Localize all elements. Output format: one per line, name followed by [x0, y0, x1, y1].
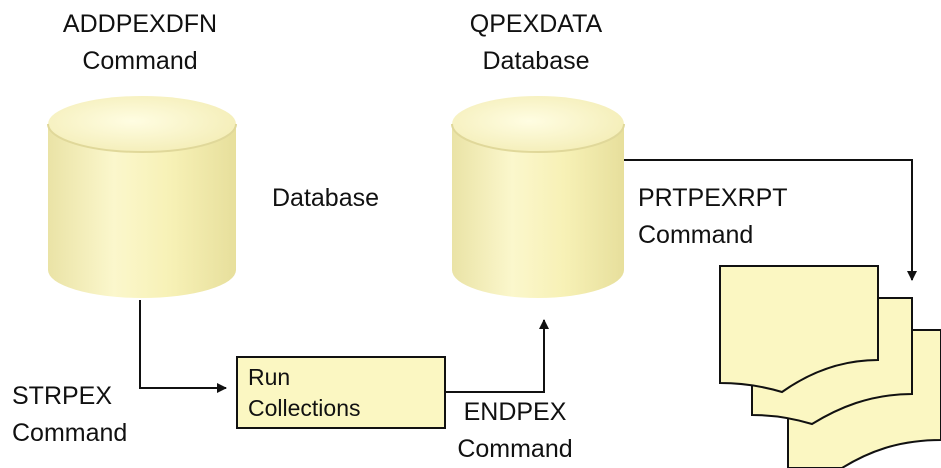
addpexdfn-database-cylinder: [47, 96, 237, 298]
endpex-connector-arrow: [445, 319, 549, 393]
addpexdfn-label-line2: Command: [82, 47, 198, 75]
endpex-command-label: ENDPEX Command: [430, 394, 600, 468]
endpex-label-line2: Command: [457, 435, 573, 463]
endpex-label-line1: ENDPEX: [463, 398, 567, 426]
addpexdfn-command-label: ADDPEXDFN Command: [40, 6, 240, 80]
strpex-label-line1: STRPEX: [12, 382, 113, 410]
prtpexrpt-label-line2: Command: [638, 221, 754, 249]
qpexdata-label-line1: QPEXDATA: [469, 10, 603, 38]
qpexdata-database-label: QPEXDATA Database: [436, 6, 636, 80]
prtpexrpt-label-line1: PRTPEXRPT: [638, 184, 788, 212]
report-page-front: [719, 265, 879, 394]
strpex-command-label: STRPEX Command: [12, 378, 127, 452]
run-collections-label: Run Collections: [248, 362, 361, 424]
run-collections-line1: Run: [248, 364, 291, 390]
addpexdfn-label-line1: ADDPEXDFN: [62, 10, 218, 38]
qpexdata-label-line2: Database: [482, 47, 590, 75]
database-label: Database: [272, 184, 380, 212]
run-collections-box: [236, 356, 446, 429]
run-collections-line2: Collections: [248, 395, 361, 421]
prtpexrpt-connector-arrow: [624, 159, 917, 281]
prtpexrpt-command-label: PRTPEXRPT Command: [638, 180, 788, 254]
qpexdata-database-cylinder: [451, 96, 625, 298]
strpex-connector-arrow: [139, 300, 227, 393]
strpex-label-line2: Command: [12, 419, 128, 447]
report-pages-stack: [719, 265, 941, 468]
